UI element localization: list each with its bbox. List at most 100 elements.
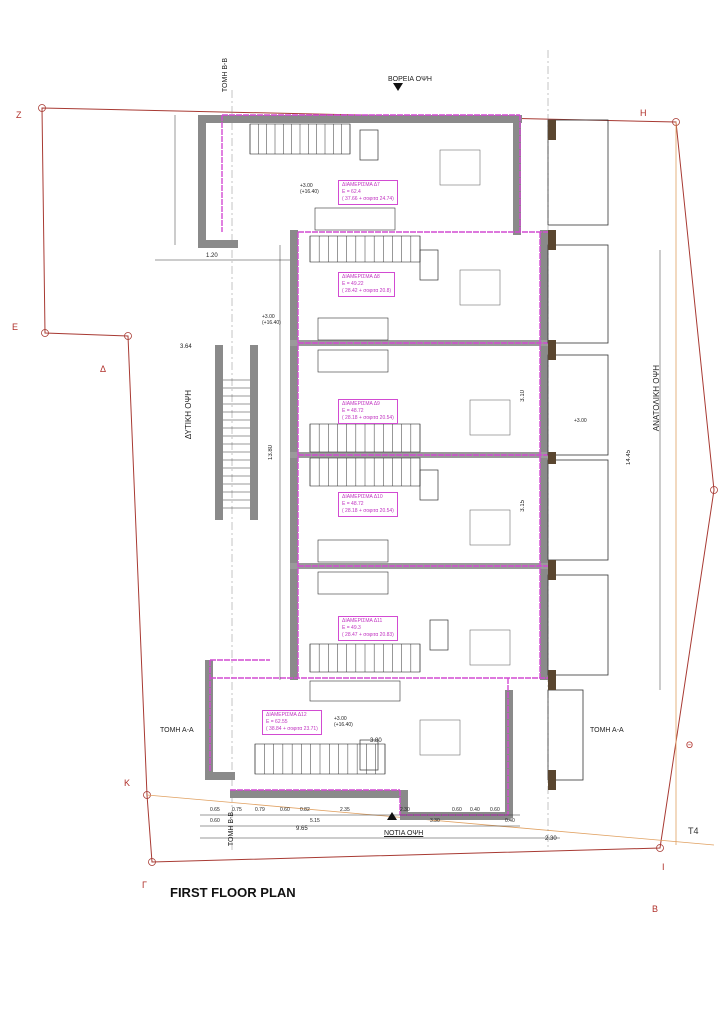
kitchen-counter: [314, 207, 396, 231]
level-west: +3.00(+16.40): [262, 314, 281, 326]
plot-point-gamma: Γ: [142, 880, 147, 890]
staircase: [309, 643, 421, 673]
south-dim-label: 0.60: [452, 807, 462, 813]
bed-or-sofa: [439, 149, 481, 186]
balcony: [547, 119, 609, 226]
plot-corner-marker: [41, 329, 49, 337]
south-dim-label: 2.30: [400, 807, 410, 813]
section-bb-top: ΤΟΜΗ Β-Β: [222, 58, 229, 93]
south-dim-label: 0.79: [255, 807, 265, 813]
balcony-post: [548, 770, 556, 790]
plot-corner-marker: [38, 104, 46, 112]
dining-table: [419, 249, 439, 281]
west-left-dim: 3.64: [180, 344, 192, 350]
south-dim-label: 2.35: [340, 807, 350, 813]
building: [198, 114, 609, 820]
plot-point-k: K: [124, 778, 131, 788]
south-dim-label: 0.75: [232, 807, 242, 813]
south-total-dim: 9.65: [296, 826, 308, 832]
wall: [400, 790, 408, 815]
plot-point-b: B: [652, 904, 659, 914]
wall: [198, 240, 238, 248]
staircase: [309, 235, 421, 263]
bed-or-sofa: [469, 509, 511, 546]
wall: [205, 772, 235, 780]
section-aa-right: ΤΟΜΗ Α-Α: [590, 727, 624, 734]
balcony-post: [548, 452, 556, 464]
elevation-arrow: [387, 812, 397, 820]
balcony-post: [548, 120, 556, 140]
south-block-dim: 3.80: [370, 738, 382, 744]
level-top: +3.00(+16.40): [300, 183, 319, 195]
balcony: [547, 689, 584, 781]
plot-point-i: I: [662, 862, 665, 872]
south-elevation-label: ΝΟΤΙΑ ΟΨΗ: [384, 830, 424, 837]
bed-or-sofa: [419, 719, 461, 756]
south-dim-label: 0.65: [210, 807, 220, 813]
kitchen-counter: [317, 539, 389, 563]
plot-corner-marker: [710, 486, 718, 494]
wall: [250, 345, 258, 520]
east-dim-2: 3.15: [520, 500, 526, 512]
north-left-dim: 1.20: [206, 253, 218, 259]
south-dim-label: 0.60: [280, 807, 290, 813]
south-dim-label: 0.40: [505, 818, 515, 824]
dining-table: [419, 469, 439, 501]
dining-table: [359, 739, 379, 771]
bed-or-sofa: [469, 399, 511, 436]
south-dim-label: 0.40: [470, 807, 480, 813]
wall: [198, 115, 206, 245]
wall: [505, 690, 513, 818]
dimension-lines: [155, 83, 661, 839]
plot-corner-marker: [124, 332, 132, 340]
east-dim-1: 3.10: [520, 390, 526, 402]
balcony: [547, 574, 609, 676]
south-dim-label: 3.30: [430, 818, 440, 824]
west-elevation-label: ΔΥΤΙΚΗ ΟΨΗ: [184, 390, 193, 440]
plot-point-e: E: [12, 322, 19, 332]
balcony-post: [548, 230, 556, 250]
south-right-dim: 2.30: [545, 836, 557, 842]
balcony: [547, 459, 609, 561]
east-elevation-label: ΑΝΑΤΟΛΙΚΗ ΟΨΗ: [652, 365, 661, 432]
kitchen-counter: [317, 349, 389, 373]
plot-point-t4: T4: [688, 826, 699, 836]
section-aa-left: ΤΟΜΗ Α-Α: [160, 727, 194, 734]
kitchen-counter: [317, 571, 389, 595]
balcony: [547, 244, 609, 344]
dining-table: [429, 619, 449, 651]
balcony-post: [548, 340, 556, 360]
plot-point-theta: Θ: [686, 740, 694, 750]
south-dim-label: 0.82: [300, 807, 310, 813]
wall: [205, 660, 213, 775]
level-bottom: +3.00(+16.40): [334, 716, 353, 728]
balcony-post: [548, 560, 556, 580]
balcony-post: [548, 670, 556, 690]
elevation-arrow: [393, 83, 403, 91]
section-bb-bottom: ΤΟΜΗ Β-Β: [228, 812, 235, 847]
drawing-title: FIRST FLOOR PLAN: [170, 885, 296, 900]
bed-or-sofa: [459, 269, 501, 306]
wall: [513, 115, 521, 235]
plot-point-h: H: [640, 108, 647, 118]
kitchen-counter: [317, 317, 389, 341]
dining-table: [359, 129, 379, 161]
staircase: [254, 743, 386, 775]
wall: [230, 790, 400, 798]
wall: [215, 345, 223, 520]
plot-corner-marker: [148, 858, 156, 866]
south-dim-label: 5.15: [310, 818, 320, 824]
west-mid-dim: 13.80: [268, 445, 274, 461]
balcony: [547, 354, 609, 456]
south-dim-label: 0.60: [490, 807, 500, 813]
wall: [198, 115, 522, 123]
north-elevation-label: ΒΟΡΕΙΑ ΟΨΗ: [388, 76, 432, 83]
plot-corner-marker: [656, 844, 664, 852]
south-dim-label: 0.60: [210, 818, 220, 824]
bed-or-sofa: [469, 629, 511, 666]
